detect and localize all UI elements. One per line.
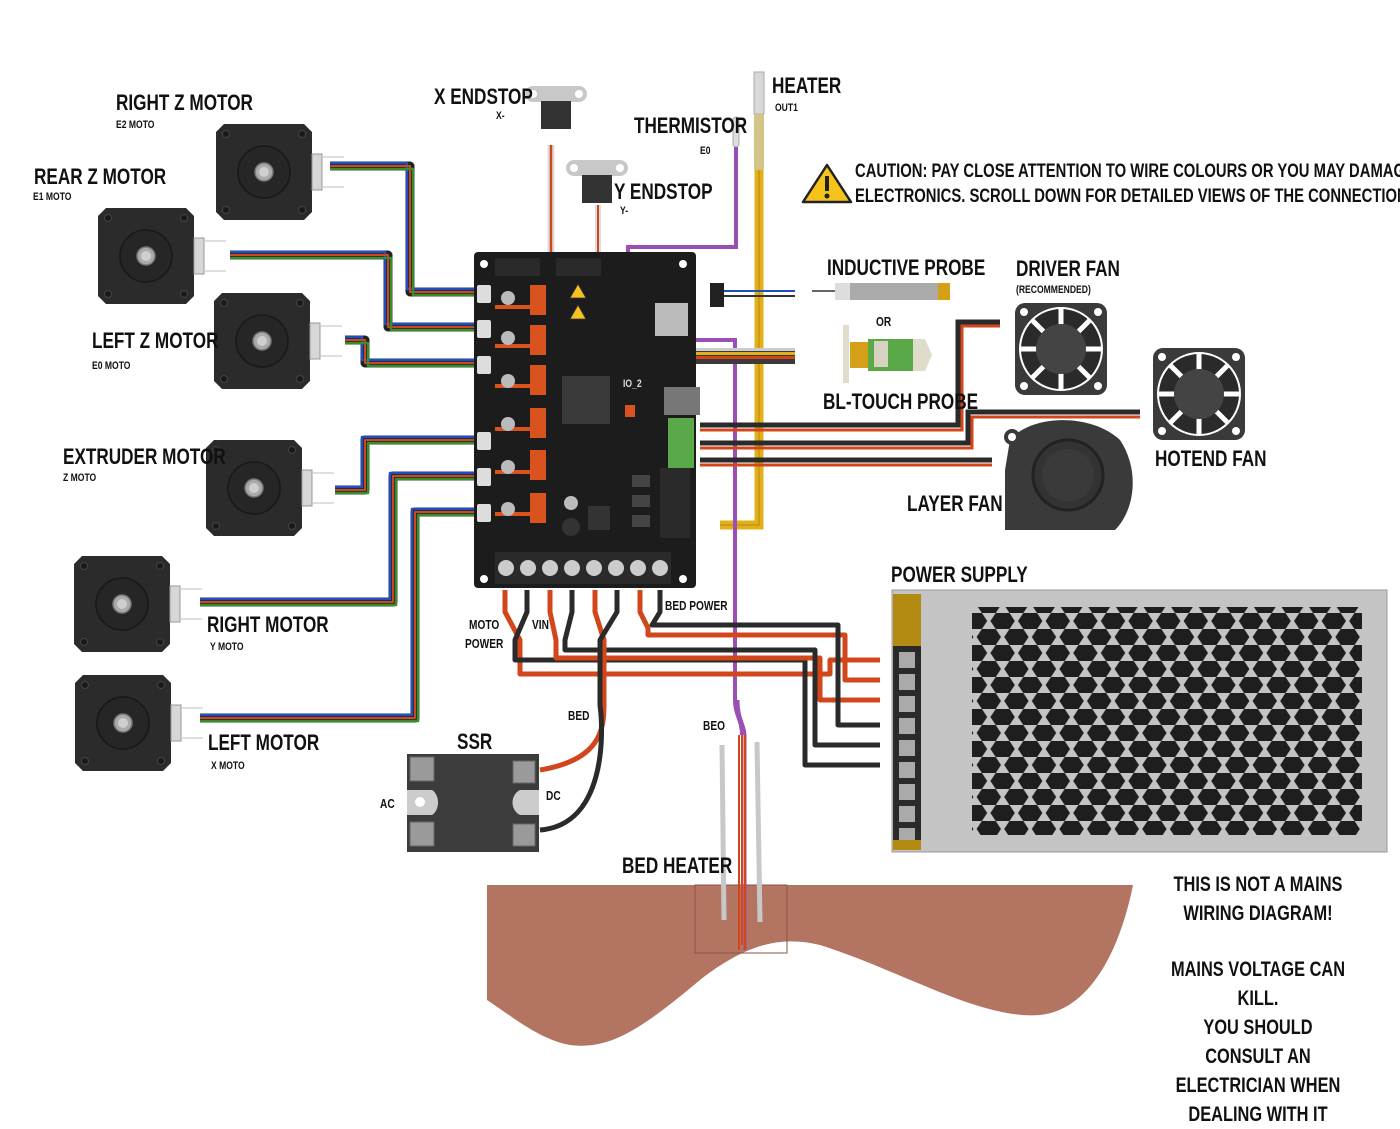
caution-line-1: CAUTION: PAY CLOSE ATTENTION TO WIRE COL… [855,161,1400,182]
label-hotend-fan: HOTEND FAN [1155,446,1267,471]
hotend-fan [1153,348,1245,440]
label-extruder-motor: EXTRUDER MOTOR [63,444,226,469]
power-supply [891,589,1388,853]
y-endstop [566,160,628,203]
label-vin: VIN [532,617,549,632]
motor-wires [200,161,490,723]
mains-warning-line-3: MAINS VOLTAGE CAN KILL. [1170,958,1346,1010]
wiring-diagram [73,71,1388,1046]
label-x-endstop: X ENDSTOP [434,84,533,109]
port-right-z-motor: E2 MOTO [116,119,155,131]
label-bltouch-probe: BL-TOUCH PROBE [823,389,979,414]
label-bed-power: BED POWER [665,598,728,613]
label-layer-fan: LAYER FAN [907,491,1003,516]
label-right-motor: RIGHT MOTOR [207,612,329,637]
label-right-z-motor: RIGHT Z MOTOR [116,90,253,115]
bltouch-probe [843,325,932,383]
label-heater: HEATER [772,73,842,98]
label-left-motor: LEFT MOTOR [208,730,320,755]
motor-left [74,674,204,772]
motor-right-z [215,123,345,221]
label-y-endstop: Y ENDSTOP [614,179,713,204]
label-power-supply: POWER SUPPLY [891,562,1028,587]
label-ssr: SSR [457,729,493,754]
layer-fan [1004,420,1133,530]
label-driver-fan: DRIVER FAN [1016,256,1120,281]
label-probe-or: OR [876,314,892,329]
port-extruder-motor: Z MOTO [63,472,97,484]
mains-warning-line-4: YOU SHOULD CONSULT AN [1203,1016,1313,1068]
motor-rear-z [97,207,227,305]
mains-warning-line-1: THIS IS NOT A MAINS [1173,873,1343,896]
label-moto-power-2: POWER [465,636,504,651]
label-left-z-motor: LEFT Z MOTOR [92,328,219,353]
bed-heater-leads [719,699,763,950]
label-thermistor: THERMISTOR [634,113,748,138]
port-thermistor: E0 [700,145,711,157]
driver-fan [1015,303,1107,395]
thermistor-wire [618,116,744,945]
label-inductive-probe: INDUCTIVE PROBE [827,255,986,280]
port-left-z-motor: E0 MOTO [92,360,131,372]
mains-warning: THIS IS NOT A MAINS WIRING DIAGRAM! MAIN… [1138,870,1378,1129]
board-io-label: IO_2 [623,378,642,390]
bed-heater-plate [487,885,1133,1046]
motor-right [73,555,203,653]
label-rear-z-motor: REAR Z MOTOR [34,164,167,189]
motor-left-z [213,292,343,390]
port-left-motor: X MOTO [211,760,245,772]
mains-warning-line-6: DEALING WITH IT [1188,1103,1328,1126]
inductive-probe [710,283,950,307]
board-warning-icon [569,283,587,320]
caution-line-2: ELECTRONICS. SCROLL DOWN FOR DETAILED VI… [855,186,1400,207]
ssr-relay [407,754,539,852]
fan-wires [700,319,1140,467]
mains-warning-line-5: ELECTRICIAN WHEN [1175,1074,1341,1097]
port-heater: OUT1 [775,102,798,114]
label-ssr-ac: AC [380,796,395,811]
port-rear-z-motor: E1 MOTO [33,191,72,203]
port-y-endstop: Y- [620,205,629,217]
mains-warning-line-2: WIRING DIAGRAM! [1183,902,1333,925]
port-x-endstop: X- [496,110,505,122]
x-endstop [525,86,587,129]
label-bed-heater: BED HEATER [622,853,733,878]
heater-cartridge [720,71,765,530]
label-beo: BEO [703,718,725,733]
label-moto-power-1: MOTO [469,617,500,632]
label-driver-fan-note: (RECOMMENDED) [1016,284,1091,296]
port-right-motor: Y MOTO [210,641,244,653]
label-ssr-dc: DC [546,788,561,803]
power-wires [502,590,880,833]
label-bed: BED [568,708,590,723]
warning-triangle-icon [801,163,853,204]
controller-board [474,252,700,588]
